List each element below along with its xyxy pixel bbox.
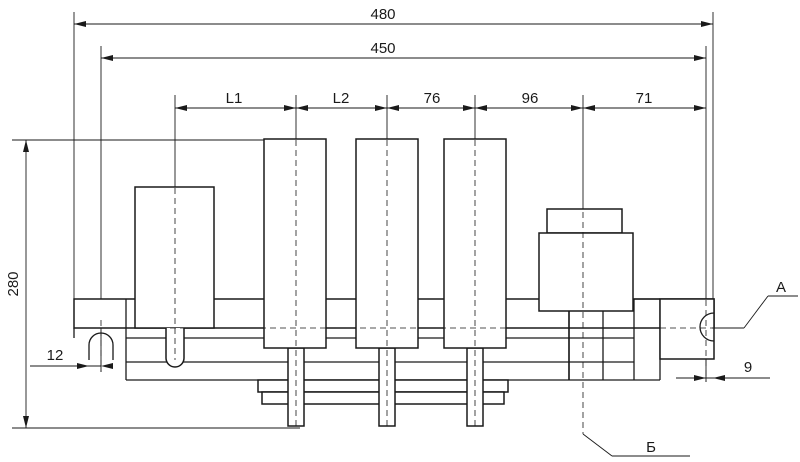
- tall-enclosures: [263, 138, 507, 349]
- dimension-lines: [25, 23, 770, 428]
- centerlines: [80, 140, 740, 434]
- dimension-arrows: [23, 21, 725, 428]
- dim-480-label: 480: [370, 6, 395, 23]
- dim-12-label: 12: [47, 347, 64, 364]
- callout-b-label: Б: [646, 439, 656, 456]
- callout-a-label: A: [776, 279, 786, 296]
- dim-76-label: 76: [424, 90, 441, 107]
- dim-l1-label: L1: [226, 90, 243, 107]
- right-terminal: [659, 298, 715, 360]
- stepped-enclosure: [538, 208, 634, 380]
- extension-lines: [12, 12, 714, 429]
- dim-71-label: 71: [636, 90, 653, 107]
- leader-lines: [582, 295, 798, 457]
- dim-9-label: 9: [744, 359, 752, 376]
- dim-280-label: 280: [5, 271, 22, 296]
- small-enclosure: [134, 186, 215, 368]
- left-terminal: [73, 328, 114, 360]
- dim-96-label: 96: [522, 90, 539, 107]
- bottom-plates: [257, 347, 509, 427]
- dim-l2-label: L2: [333, 90, 350, 107]
- dim-450-label: 450: [370, 40, 395, 57]
